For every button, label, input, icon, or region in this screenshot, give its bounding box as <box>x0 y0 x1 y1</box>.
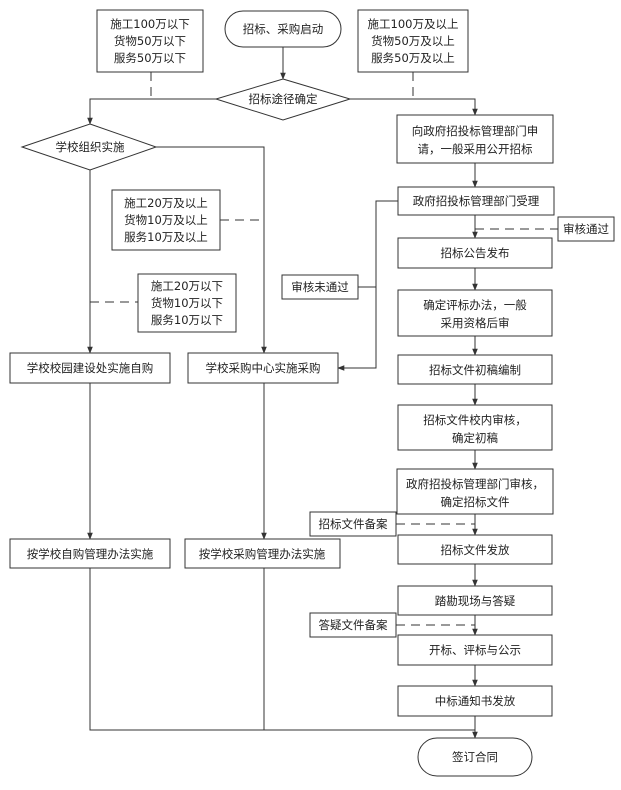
node-site-visit-label: 踏勘现场与答疑 <box>435 594 516 608</box>
note-review-pass: 审核通过 <box>557 216 615 242</box>
node-draft-doc-label: 招标文件初稿编制 <box>429 363 521 377</box>
note-threshold-small-line2: 货物10万以下 <box>151 296 223 310</box>
note-threshold-high: 施工100万及以上 货物50万及以上 服务50万及以上 <box>357 9 469 73</box>
note-doc-filing: 招标文件备案 <box>309 511 397 537</box>
node-campus-dept: 学校校园建设处实施自购 <box>9 352 171 384</box>
note-threshold-low-line1: 施工100万以下 <box>110 17 189 31</box>
node-draft-doc: 招标文件初稿编制 <box>397 354 553 385</box>
node-campus-method-label: 按学校自购管理办法实施 <box>27 547 154 561</box>
node-start-label: 招标、采购启动 <box>243 22 324 36</box>
node-sign: 签订合同 <box>417 737 533 777</box>
connector-route-gov <box>350 98 478 116</box>
connector-review-fail-loop <box>337 200 398 371</box>
decision-school-label: 学校组织实施 <box>56 140 125 154</box>
note-threshold-mid-line1: 施工20万及以上 <box>124 196 208 210</box>
decision-school: 学校组织实施 <box>20 123 158 171</box>
node-gov-review-line2: 确定招标文件 <box>441 495 510 509</box>
node-eval-method-line1: 确定评标办法，一般 <box>423 298 527 312</box>
node-internal-review-line2: 确定初稿 <box>452 431 498 445</box>
note-threshold-high-line1: 施工100万及以上 <box>368 17 459 31</box>
node-award: 中标通知书发放 <box>397 685 553 717</box>
note-review-fail-label: 审核未通过 <box>291 280 349 294</box>
note-threshold-low: 施工100万以下 货物50万以下 服务50万以下 <box>96 9 204 73</box>
node-purchase-method-label: 按学校采购管理办法实施 <box>199 547 326 561</box>
decision-route-label: 招标途径确定 <box>249 92 318 106</box>
note-threshold-small-line3: 服务10万以下 <box>151 313 223 327</box>
node-gov-review: 政府招投标管理部门审核， 确定招标文件 <box>396 468 554 515</box>
note-threshold-high-line3: 服务50万及以上 <box>371 51 455 65</box>
note-qa-filing-label: 答疑文件备案 <box>319 618 388 632</box>
note-doc-filing-label: 招标文件备案 <box>319 517 388 531</box>
node-eval-method: 确定评标办法，一般 采用资格后审 <box>397 289 553 337</box>
node-gov-accept-label: 政府招投标管理部门受理 <box>413 194 540 208</box>
connector-school-center <box>156 146 267 354</box>
node-doc-issue-label: 招标文件发放 <box>441 543 510 557</box>
note-review-fail: 审核未通过 <box>281 274 359 300</box>
node-award-label: 中标通知书发放 <box>435 694 516 708</box>
node-gov-review-line1: 政府招投标管理部门审核， <box>406 477 544 491</box>
node-purchase-center-label: 学校采购中心实施采购 <box>206 361 321 375</box>
connectors <box>87 47 558 739</box>
node-gov-apply-line2: 请，一般采用公开招标 <box>418 142 533 156</box>
node-announce-label: 招标公告发布 <box>441 246 510 260</box>
node-open-eval-label: 开标、评标与公示 <box>429 643 521 657</box>
node-eval-method-line2: 采用资格后审 <box>441 316 510 330</box>
connector-campus-sign <box>89 568 475 731</box>
note-threshold-high-line2: 货物50万及以上 <box>371 34 455 48</box>
node-internal-review-line1: 招标文件校内审核， <box>423 413 527 427</box>
node-start: 招标、采购启动 <box>224 10 342 48</box>
node-gov-apply-line1: 向政府招投标管理部门申 <box>412 124 539 138</box>
note-review-pass-label: 审核通过 <box>563 222 609 236</box>
node-campus-dept-label: 学校校园建设处实施自购 <box>27 361 154 375</box>
node-gov-apply: 向政府招投标管理部门申 请，一般采用公开招标 <box>396 114 554 164</box>
note-threshold-low-line2: 货物50万以下 <box>114 34 186 48</box>
node-open-eval: 开标、评标与公示 <box>397 634 553 666</box>
note-threshold-low-line3: 服务50万以下 <box>114 51 186 65</box>
node-purchase-center: 学校采购中心实施采购 <box>187 352 339 384</box>
note-qa-filing: 答疑文件备案 <box>309 612 397 638</box>
node-site-visit: 踏勘现场与答疑 <box>397 585 553 616</box>
note-threshold-small-line1: 施工20万以下 <box>151 279 223 293</box>
node-announce: 招标公告发布 <box>397 237 553 269</box>
note-threshold-mid: 施工20万及以上 货物10万及以上 服务10万及以上 <box>111 189 221 251</box>
note-threshold-mid-line2: 货物10万及以上 <box>124 213 208 227</box>
node-sign-label: 签订合同 <box>452 750 498 764</box>
note-threshold-mid-line3: 服务10万及以上 <box>124 230 208 244</box>
connector-route-school <box>87 98 216 125</box>
node-doc-issue: 招标文件发放 <box>397 534 553 565</box>
node-internal-review: 招标文件校内审核， 确定初稿 <box>397 404 553 451</box>
node-campus-method: 按学校自购管理办法实施 <box>9 538 171 569</box>
decision-route: 招标途径确定 <box>214 78 352 121</box>
note-threshold-small: 施工20万以下 货物10万以下 服务10万以下 <box>137 273 237 333</box>
node-gov-accept: 政府招投标管理部门受理 <box>397 186 555 216</box>
node-purchase-method: 按学校采购管理办法实施 <box>184 538 341 569</box>
